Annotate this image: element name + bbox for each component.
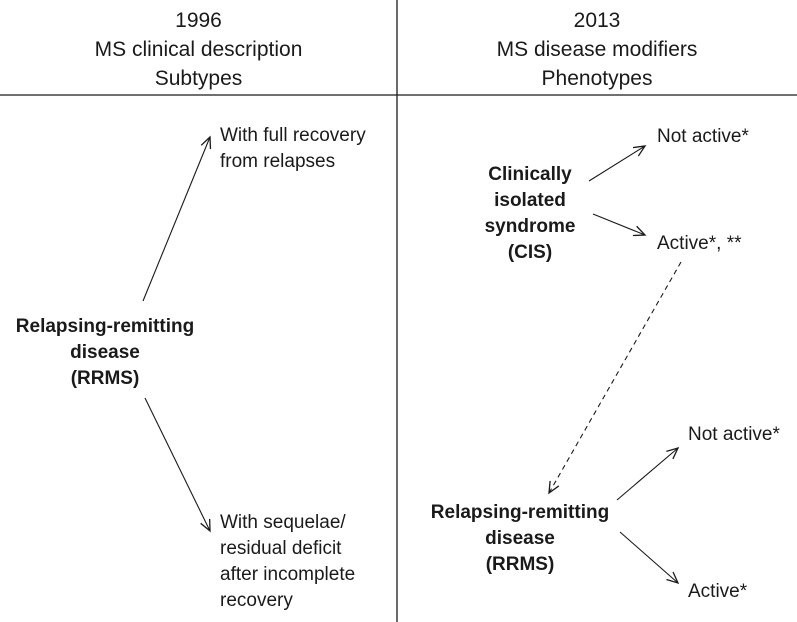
right-rrms-line1: Relapsing-remitting	[430, 502, 610, 523]
cis-active-label: Active*, **	[657, 233, 742, 254]
right-header-subtitle: Phenotypes	[541, 67, 653, 90]
cis-node: Clinically isolated syndrome (CIS)	[450, 162, 610, 266]
arrow-rrms-to-sequelae	[144, 397, 211, 533]
sequelae-line3: after incomplete	[220, 564, 356, 585]
rrms-not-active-label: Not active*	[688, 424, 780, 445]
rrms-active-label: Active*	[688, 581, 748, 602]
right-rrms-node: Relapsing-remitting disease (RRMS)	[415, 500, 625, 578]
left-header-year: 1996	[175, 9, 222, 32]
right-rrms-line3: (RRMS)	[485, 554, 555, 575]
right-column-header: 2013 MS disease modifiers Phenotypes	[397, 6, 797, 93]
left-full-recovery-node: With full recovery from relapses	[220, 123, 366, 175]
full-recovery-line1: With full recovery	[220, 125, 366, 146]
cis-line4: (CIS)	[507, 242, 553, 263]
right-rrms-line2: disease	[485, 528, 555, 549]
left-rrms-line3: (RRMS)	[70, 368, 140, 389]
arrow-cis-to-not-active	[588, 145, 647, 182]
arrow-rrms-to-full-recovery	[142, 135, 212, 302]
cis-line1: Clinically	[488, 164, 572, 185]
left-header-title: MS clinical description	[94, 38, 303, 61]
cis-line2: isolated	[494, 190, 566, 211]
sequelae-line1: With sequelae/	[220, 512, 346, 533]
left-rrms-line1: Relapsing-remitting	[15, 316, 195, 337]
cis-line3: syndrome	[484, 216, 576, 237]
sequelae-line2: residual deficit	[220, 538, 342, 559]
arrow-cis-to-active	[592, 213, 647, 237]
arrow-rrms-to-active	[619, 531, 680, 585]
right-header-title: MS disease modifiers	[496, 38, 698, 61]
right-header-year: 2013	[573, 9, 621, 32]
left-column-header: 1996 MS clinical description Subtypes	[0, 6, 397, 93]
left-rrms-node: Relapsing-remitting disease (RRMS)	[0, 314, 210, 392]
left-sequelae-node: With sequelae/ residual deficit after in…	[220, 510, 355, 614]
cis-not-active-label: Not active*	[657, 126, 749, 147]
arrow-cis-active-to-rrms-dashed	[548, 261, 682, 495]
sequelae-line4: recovery	[220, 590, 293, 611]
full-recovery-line2: from relapses	[220, 151, 336, 172]
left-header-subtitle: Subtypes	[154, 67, 243, 90]
left-rrms-line2: disease	[70, 342, 140, 363]
arrow-rrms-to-not-active	[616, 446, 680, 501]
